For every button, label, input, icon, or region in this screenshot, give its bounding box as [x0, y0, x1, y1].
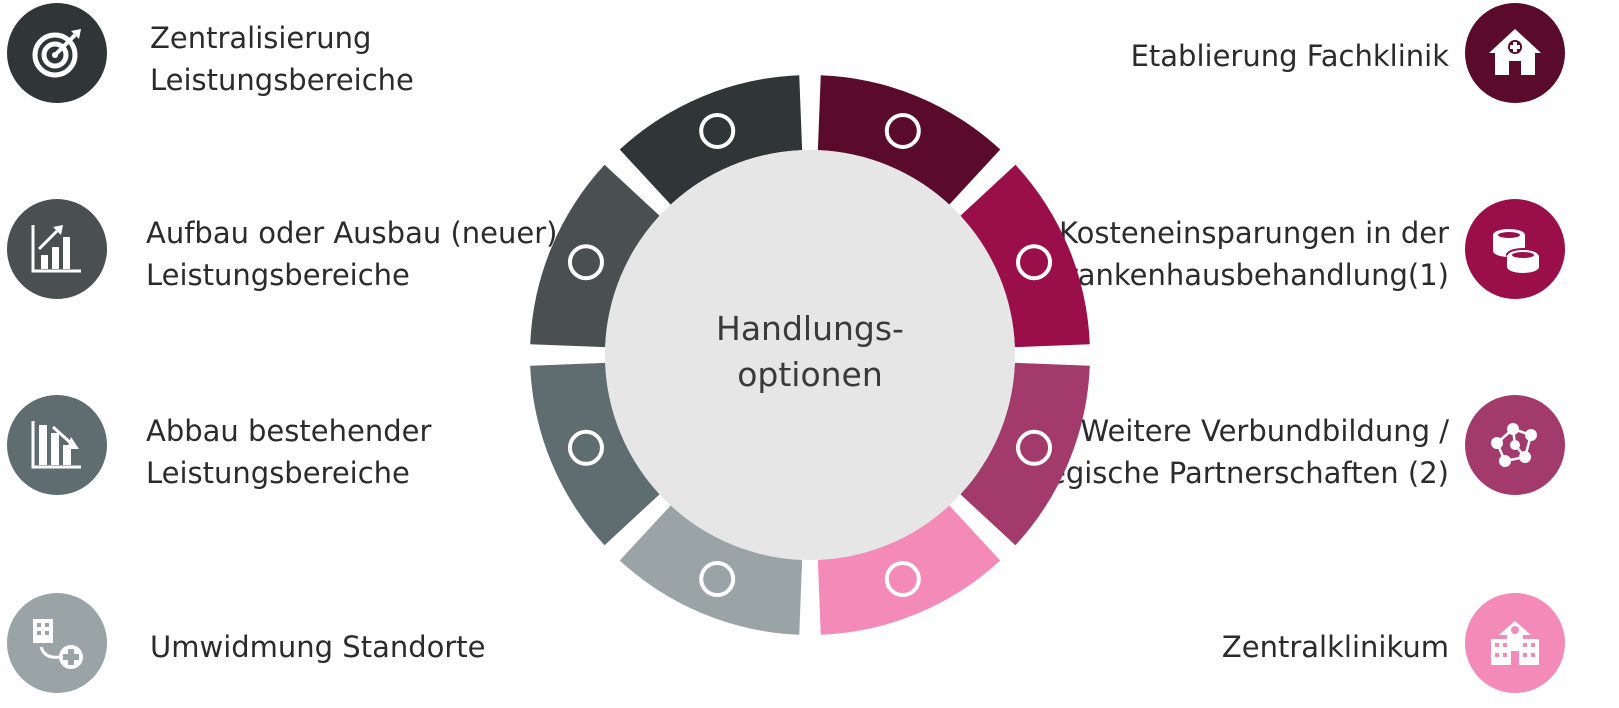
center-label-line2: optionen: [737, 355, 883, 394]
network-icon: [1016, 429, 1053, 466]
center-label-line1: Handlungs-: [716, 309, 904, 348]
wheel-segment: [817, 75, 1001, 205]
wheel-segment: [530, 164, 660, 348]
wheel-segment: [960, 164, 1090, 348]
central-hospital-icon: [884, 561, 921, 598]
clinic-house-icon: [884, 112, 921, 149]
target-icon: [7, 3, 107, 103]
label-line: Aufbau oder Ausbau (neuer): [146, 216, 558, 250]
decline-chart-icon: [567, 429, 604, 466]
hospital-convert-icon: [7, 593, 107, 693]
wheel-segment: [817, 505, 1001, 635]
label-umwidmung: Umwidmung Standorte: [150, 626, 486, 668]
wheel-segment: [530, 362, 660, 546]
label-zentralklinikum: Zentralklinikum: [1222, 626, 1449, 668]
coins-icon: [1016, 244, 1053, 281]
label-abbau: Abbau bestehender Leistungsbereiche: [146, 410, 431, 494]
hospital-convert-icon: [699, 561, 736, 598]
target-icon: [699, 112, 736, 149]
network-icon: [1465, 395, 1565, 495]
center-disc: [605, 150, 1015, 560]
label-line: Weitere Verbundbildung /: [1080, 414, 1449, 448]
label-line: Abbau bestehender: [146, 414, 432, 448]
wheel-segment: [960, 362, 1090, 546]
wheel-segment: [619, 75, 803, 205]
label-kosteneinsparungen: Kosteneinsparungen in der Krankenhausbeh…: [1047, 212, 1449, 296]
label-line: Leistungsbereiche: [146, 456, 410, 490]
decline-chart-icon: [7, 395, 107, 495]
center-label: Handlungs- optionen: [716, 306, 904, 398]
label-line: Zentralisierung: [150, 21, 372, 55]
options-wheel: [530, 75, 1090, 635]
wheel-segment: [619, 505, 803, 635]
growth-chart-icon: [7, 199, 107, 299]
label-line: Zentralklinikum: [1221, 630, 1449, 664]
growth-chart-icon: [567, 244, 604, 281]
label-aufbau: Aufbau oder Ausbau (neuer) Leistungsbere…: [146, 212, 557, 296]
label-line: Etablierung Fachklinik: [1130, 39, 1449, 73]
label-zentralisierung: Zentralisierung Leistungsbereiche: [150, 17, 414, 101]
label-line: Krankenhausbehandlung(1): [1046, 258, 1449, 292]
label-line: Kosteneinsparungen in der: [1059, 216, 1449, 250]
label-line: Leistungsbereiche: [150, 63, 414, 97]
central-hospital-icon: [1465, 593, 1565, 693]
clinic-house-icon: [1465, 3, 1565, 103]
coins-icon: [1465, 199, 1565, 299]
label-line: Umwidmung Standorte: [150, 630, 486, 664]
label-fachklinik: Etablierung Fachklinik: [1131, 35, 1449, 77]
label-line: Leistungsbereiche: [146, 258, 410, 292]
